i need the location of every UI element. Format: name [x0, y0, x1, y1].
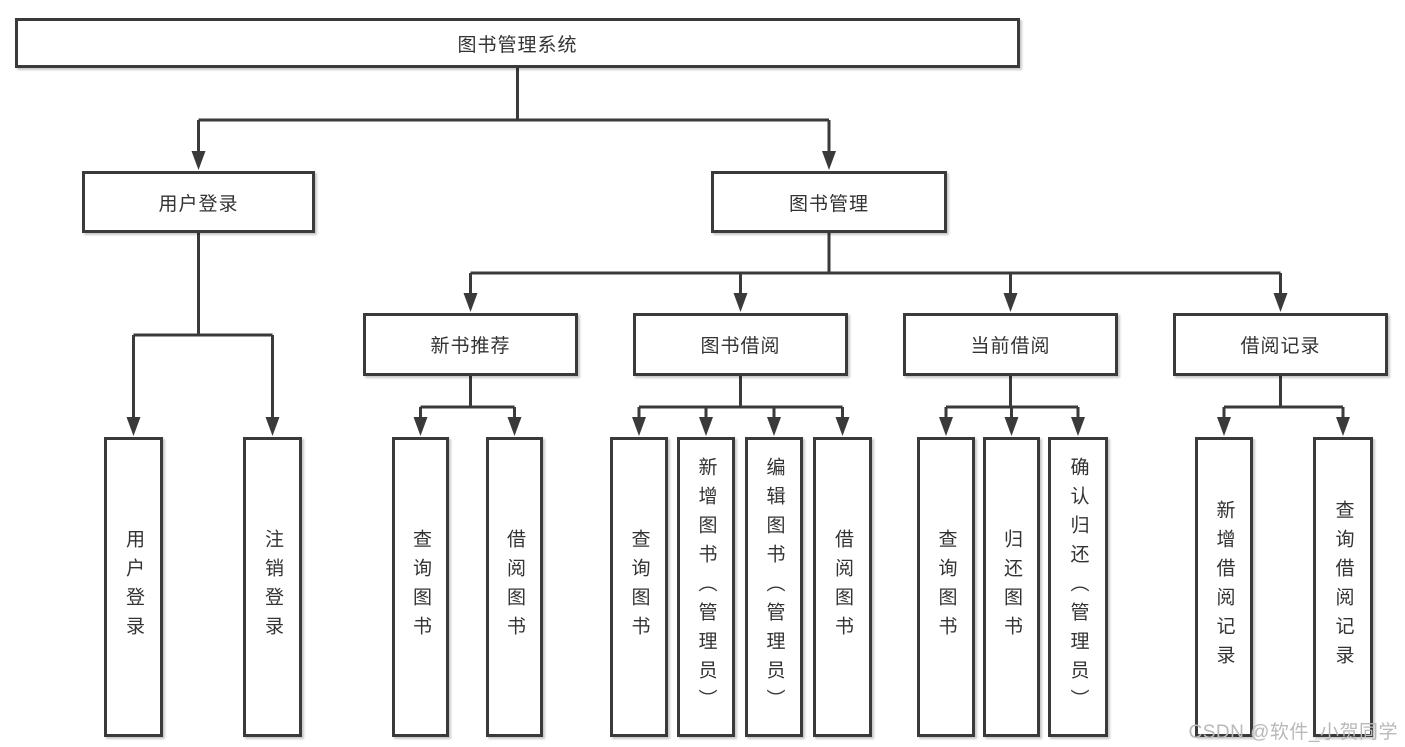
leaf-edit-books-admin: 编辑图书（管理员）: [745, 437, 803, 737]
leaf-confirm-return-admin: 确认归还（管理员）: [1048, 437, 1108, 737]
node-label: 新增借阅记录: [1213, 500, 1235, 674]
node-current-borrow: 当前借阅: [903, 313, 1118, 376]
node-label: 图书管理系统: [457, 34, 578, 56]
node-label: 确认归还（管理员）: [1067, 456, 1089, 718]
leaf-recommend-query-books: 查询图书: [392, 437, 449, 737]
leaf-query-borrow-record: 查询借阅记录: [1313, 437, 1373, 737]
node-label: 借阅记录: [1240, 336, 1321, 357]
leaf-borrow-books: 借阅图书: [813, 437, 872, 737]
node-label: 借阅图书: [832, 529, 853, 645]
csdn-watermark: CSDN @软件_小贺同学: [1188, 722, 1398, 743]
node-book-borrow: 图书借阅: [633, 313, 848, 376]
node-label: 查询图书: [935, 529, 957, 645]
leaf-current-query-books: 查询图书: [917, 437, 975, 737]
leaf-recommend-borrow-books: 借阅图书: [486, 437, 543, 737]
leaf-add-borrow-record: 新增借阅记录: [1195, 437, 1253, 737]
node-label: 新增图书（管理员）: [695, 456, 717, 718]
node-label: 图书管理: [788, 193, 869, 215]
node-label: 查询图书: [410, 529, 431, 645]
leaf-borrow-query-books: 查询图书: [610, 437, 668, 737]
leaf-add-books-admin: 新增图书（管理员）: [677, 437, 735, 737]
node-system-root: 图书管理系统: [15, 18, 1020, 68]
node-label: 新书推荐: [430, 336, 511, 357]
leaf-return-books: 归还图书: [983, 437, 1040, 737]
node-label: 用户登录: [123, 529, 144, 645]
node-label: 用户登录: [158, 193, 239, 215]
node-new-book-recommend: 新书推荐: [363, 313, 578, 376]
node-label: 编辑图书（管理员）: [763, 456, 785, 718]
node-label: 借阅图书: [504, 529, 525, 645]
node-label: 图书借阅: [700, 336, 781, 357]
node-label: 注销登录: [262, 529, 283, 645]
leaf-logout: 注销登录: [243, 437, 302, 737]
node-user-login: 用户登录: [82, 171, 315, 233]
node-label: 当前借阅: [970, 336, 1051, 357]
node-label: 查询借阅记录: [1332, 500, 1354, 674]
node-borrow-records: 借阅记录: [1173, 313, 1388, 376]
node-book-management: 图书管理: [711, 171, 947, 233]
node-label: 查询图书: [628, 529, 650, 645]
node-label: 归还图书: [1001, 529, 1022, 645]
leaf-user-login: 用户登录: [104, 437, 163, 737]
